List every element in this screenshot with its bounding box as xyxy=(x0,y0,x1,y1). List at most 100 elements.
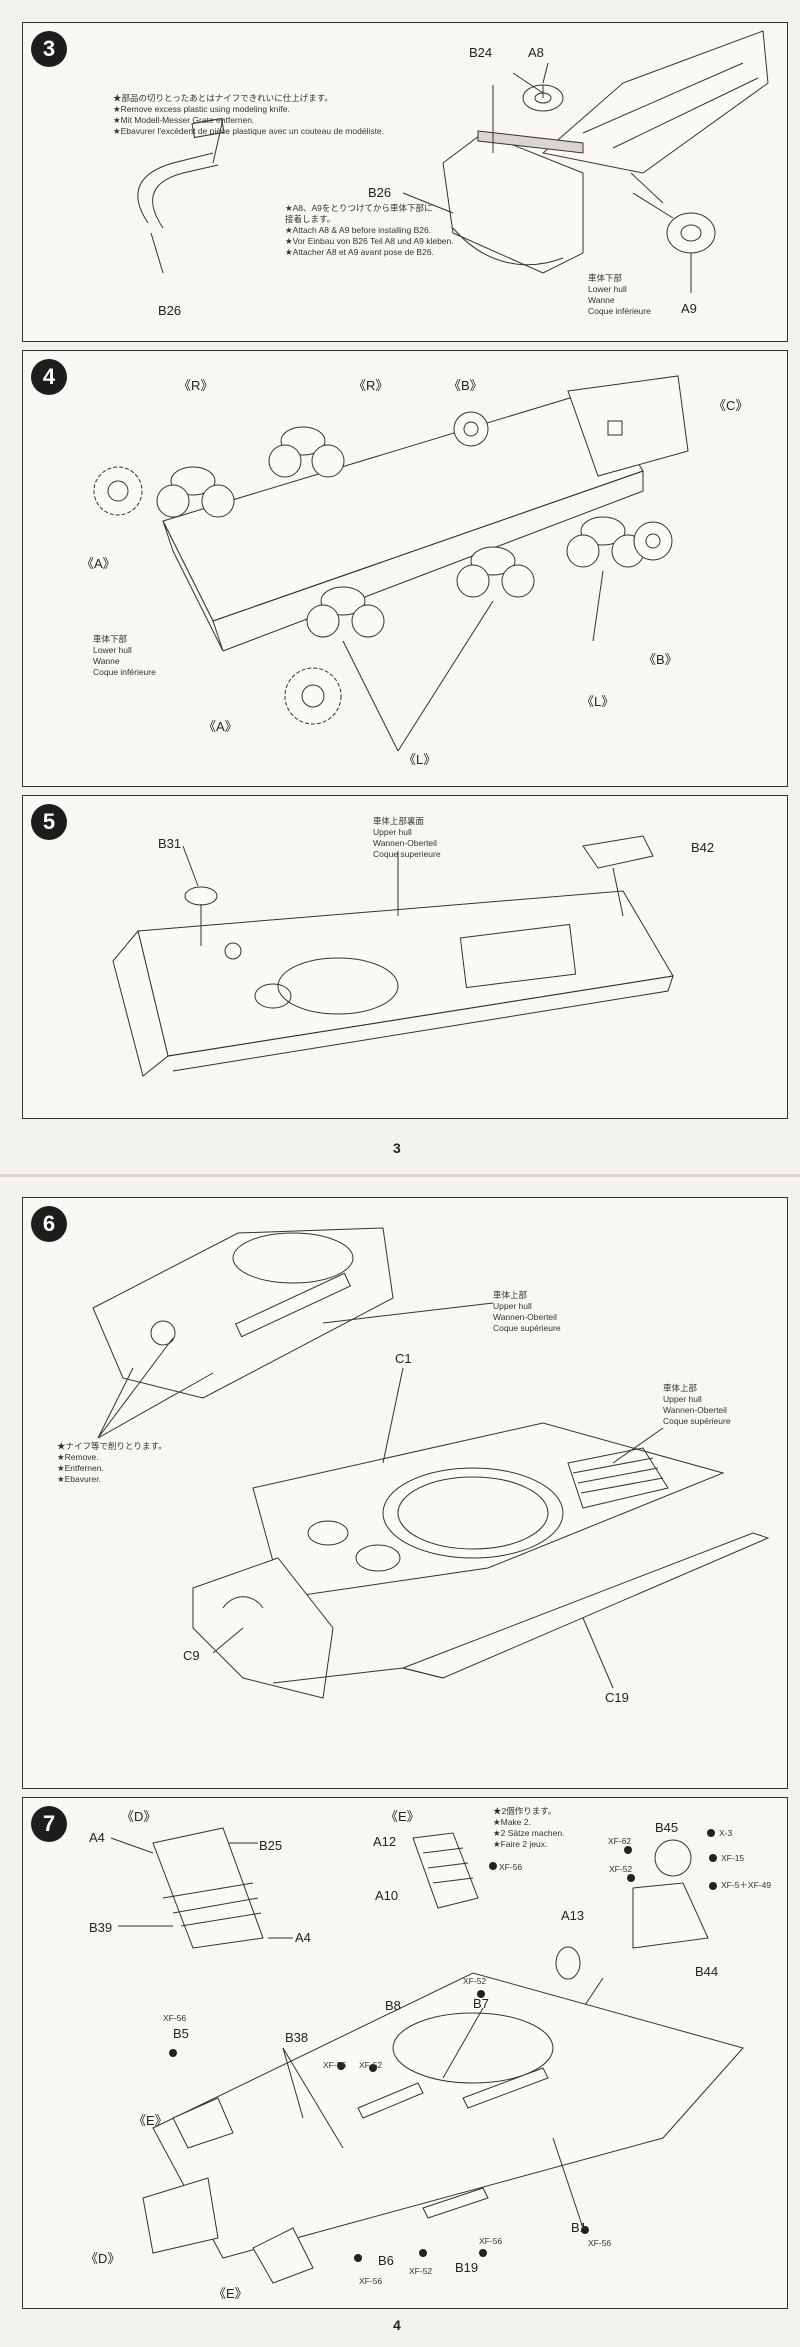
part-label-b1: B1 xyxy=(571,2220,587,2235)
label-a-left: 《A》 xyxy=(81,556,116,571)
paint-xf56-b5: XF-56 xyxy=(163,2013,187,2023)
step-number: 3 xyxy=(31,31,67,67)
part-label-b31: B31 xyxy=(158,836,182,851)
step-4-hull-caption: 車体下部 Lower hull Wanne Coque inférieure xyxy=(93,634,156,677)
c9-plate xyxy=(192,1557,334,1699)
d-assembly xyxy=(152,1827,264,1949)
step-7-drawing xyxy=(110,1827,744,2284)
part-label-b42: B42 xyxy=(691,840,715,855)
sprocket-bottom xyxy=(284,667,342,725)
label-d-top: 《D》 xyxy=(121,1809,157,1824)
part-label-b38: B38 xyxy=(285,2030,309,2045)
paint-xf52-b7: XF-52 xyxy=(463,1976,487,1986)
label-r2: 《R》 xyxy=(353,378,389,393)
idler-top xyxy=(453,411,489,447)
part-label-a4-top: A4 xyxy=(89,1830,105,1845)
label-b-top: 《B》 xyxy=(448,378,483,393)
label-l-right: 《L》 xyxy=(581,694,615,709)
turret-ring xyxy=(382,1467,564,1559)
step-3-drawing xyxy=(137,30,769,293)
step-3-knife-note: ★部品の切りとったあとはナイフできれいに仕上げます。 ★Remove exces… xyxy=(113,93,385,136)
part-label-b7: B7 xyxy=(473,1996,489,2011)
label-l-bottom: 《L》 xyxy=(403,752,437,767)
paint-x3: X-3 xyxy=(719,1828,733,1838)
step-6-drawing xyxy=(92,1227,770,1699)
b31-part xyxy=(184,886,218,906)
hull-side-plate xyxy=(541,30,769,174)
step-4-panel: 4 xyxy=(22,350,788,787)
b42-part xyxy=(582,835,654,869)
part-label-b26: B26 xyxy=(158,303,182,318)
paint-xf56-b38: XF-56 xyxy=(323,2060,347,2070)
bogie-r1 xyxy=(156,466,235,518)
part-label-b39: B39 xyxy=(89,1920,113,1935)
paint-xf5-xf49: XF-5＋XF-49 xyxy=(721,1880,772,1890)
step-7-make2-note: ★2個作ります。 ★Make 2. ★2 Sätze machen. ★Fair… xyxy=(493,1806,565,1849)
e-box-left xyxy=(172,2097,234,2149)
part-label-c1: C1 xyxy=(395,1351,412,1366)
label-e-left: 《E》 xyxy=(133,2113,168,2128)
bogie-l2 xyxy=(456,546,535,598)
bogie-l1 xyxy=(306,586,385,638)
paint-xf56-b6: XF-56 xyxy=(359,2276,383,2286)
step-number: 7 xyxy=(31,1806,67,1842)
figure-head xyxy=(654,1839,692,1877)
label-e-bottom: 《E》 xyxy=(213,2286,248,2301)
page-3: 3 ★部 xyxy=(0,0,800,1170)
hull-detail-top xyxy=(92,1227,394,1399)
page-4: 6 車体上部 xyxy=(0,1174,800,2347)
paint-xf56-b19: XF-56 xyxy=(479,2236,503,2246)
e-assembly xyxy=(412,1832,479,1909)
paint-xf56-a: XF-56 xyxy=(499,1862,523,1872)
step-4-drawing xyxy=(93,375,689,752)
part-label-b6: B6 xyxy=(378,2253,394,2268)
step-number: 4 xyxy=(31,359,67,395)
part-c-plate xyxy=(567,375,689,477)
label-r1: 《R》 xyxy=(178,378,214,393)
paint-xf56-b1: XF-56 xyxy=(588,2238,612,2248)
step-5-panel: 5 B31 B42 車体上部裏面 Upper hull Wannen-Obert… xyxy=(22,795,788,1119)
paint-xf52: XF-52 xyxy=(609,1864,633,1874)
part-label-a8: A8 xyxy=(528,45,544,60)
part-label-c19: C19 xyxy=(605,1690,629,1705)
step-6-hull-caption-1: 車体上部 Upper hull Wannen-Oberteil Coque su… xyxy=(493,1290,561,1333)
step-5-drawing xyxy=(112,835,674,1077)
part-label-b24: B24 xyxy=(469,45,493,60)
upper-hull-underside xyxy=(137,890,674,1057)
step-number: 5 xyxy=(31,804,67,840)
label-b-right: 《B》 xyxy=(643,652,678,667)
part-label-b26-mid: B26 xyxy=(368,185,392,200)
step-6-hull-caption-2: 車体上部 Upper hull Wannen-Oberteil Coque su… xyxy=(663,1383,731,1426)
part-label-b5: B5 xyxy=(173,2026,189,2041)
step-number: 6 xyxy=(31,1206,67,1242)
commander-figure xyxy=(632,1882,709,1949)
step-3-attach-note: ★A8、A9をとりつけてから車体下部に 接着します。 ★Attach A8 & … xyxy=(285,203,454,257)
page-number: 3 xyxy=(393,1140,401,1156)
b26-curve-part xyxy=(137,152,214,224)
e-box-bottom xyxy=(252,2227,314,2284)
step-6-panel: 6 車体上部 xyxy=(22,1197,788,1789)
a9-wheel xyxy=(666,212,716,254)
step-3-hull-caption: 車体下部 Lower hull Wanne Coque inférieure xyxy=(588,273,651,316)
upper-hull-assembly xyxy=(152,1972,744,2259)
page-number: 4 xyxy=(393,2317,401,2333)
part-label-a10: A10 xyxy=(375,1888,399,1903)
idler-right xyxy=(633,521,673,561)
step-7-panel: 7 xyxy=(22,1797,788,2309)
label-c: 《C》 xyxy=(713,398,749,413)
part-label-c9: C9 xyxy=(183,1648,200,1663)
paint-xf52-b38: XF-52 xyxy=(359,2060,383,2070)
label-e-top: 《E》 xyxy=(385,1809,420,1824)
bogie-r2 xyxy=(268,426,345,478)
bogie-l3 xyxy=(566,516,645,568)
part-label-b25: B25 xyxy=(259,1838,283,1853)
part-label-a9: A9 xyxy=(681,301,697,316)
step-3-panel: 3 ★部 xyxy=(22,22,788,342)
label-d-left: 《D》 xyxy=(85,2251,121,2266)
step-5-hull-caption: 車体上部裏面 Upper hull Wannen-Oberteil Coque … xyxy=(373,816,441,859)
knife-tool xyxy=(234,1272,352,1338)
sprocket-top xyxy=(93,466,143,516)
part-label-b44: B44 xyxy=(695,1964,719,1979)
paint-xf52-b19: XF-52 xyxy=(409,2266,433,2276)
d-box-left xyxy=(142,2177,219,2254)
